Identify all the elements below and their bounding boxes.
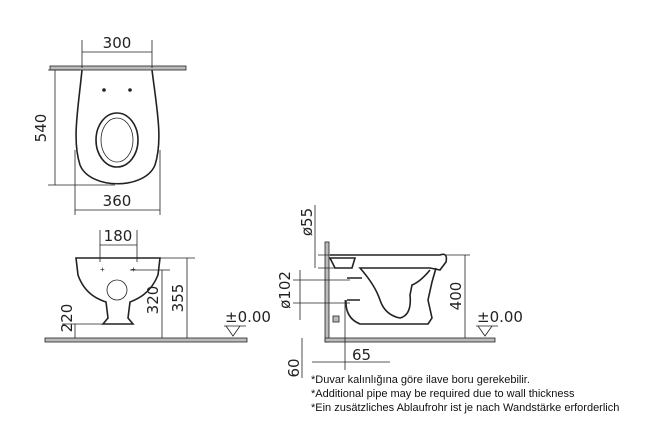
dim-300: 300 [103, 34, 132, 52]
dim-diameter-102: ø102 [276, 271, 294, 309]
dim-360: 360 [103, 192, 132, 210]
bowl-outline [75, 69, 160, 185]
note-turkish: *Duvar kalınlığına göre ilave boru gerek… [311, 374, 530, 386]
note-german: *Ein zusätzliches Ablaufrohr ist je nach… [311, 402, 620, 414]
floor-section [324, 337, 496, 343]
front-view: 180 + + 220 320 355 ±0.00 [44, 227, 271, 343]
dim-65: 65 [352, 346, 371, 364]
seat-inner [100, 117, 134, 163]
level-front: ±0.00 [225, 308, 271, 326]
side-bowl [330, 253, 448, 325]
svg-text:+: + [131, 265, 136, 274]
dim-60: 60 [285, 358, 303, 377]
dim-540: 540 [32, 114, 50, 143]
dim-400: 400 [447, 282, 465, 311]
top-view: 300 540 360 [32, 34, 187, 215]
dim-diameter-55: ø55 [298, 208, 316, 236]
dim-180: 180 [104, 227, 133, 245]
wall-section [324, 241, 330, 343]
floor-line [44, 337, 248, 343]
dim-320: 320 [144, 286, 162, 315]
level-marker-icon [476, 325, 498, 337]
seat-outer [95, 112, 139, 168]
dim-220: 220 [58, 304, 76, 333]
side-view: ø55 ø102 400 ±0.00 65 60 [276, 205, 523, 378]
wall-line [49, 65, 187, 71]
svg-text:+: + [100, 265, 105, 274]
note-english: *Additional pipe may be required due to … [311, 388, 575, 400]
level-side: ±0.00 [477, 308, 523, 326]
dim-355: 355 [169, 284, 187, 313]
front-bowl [75, 257, 161, 325]
level-marker-icon [224, 325, 246, 337]
